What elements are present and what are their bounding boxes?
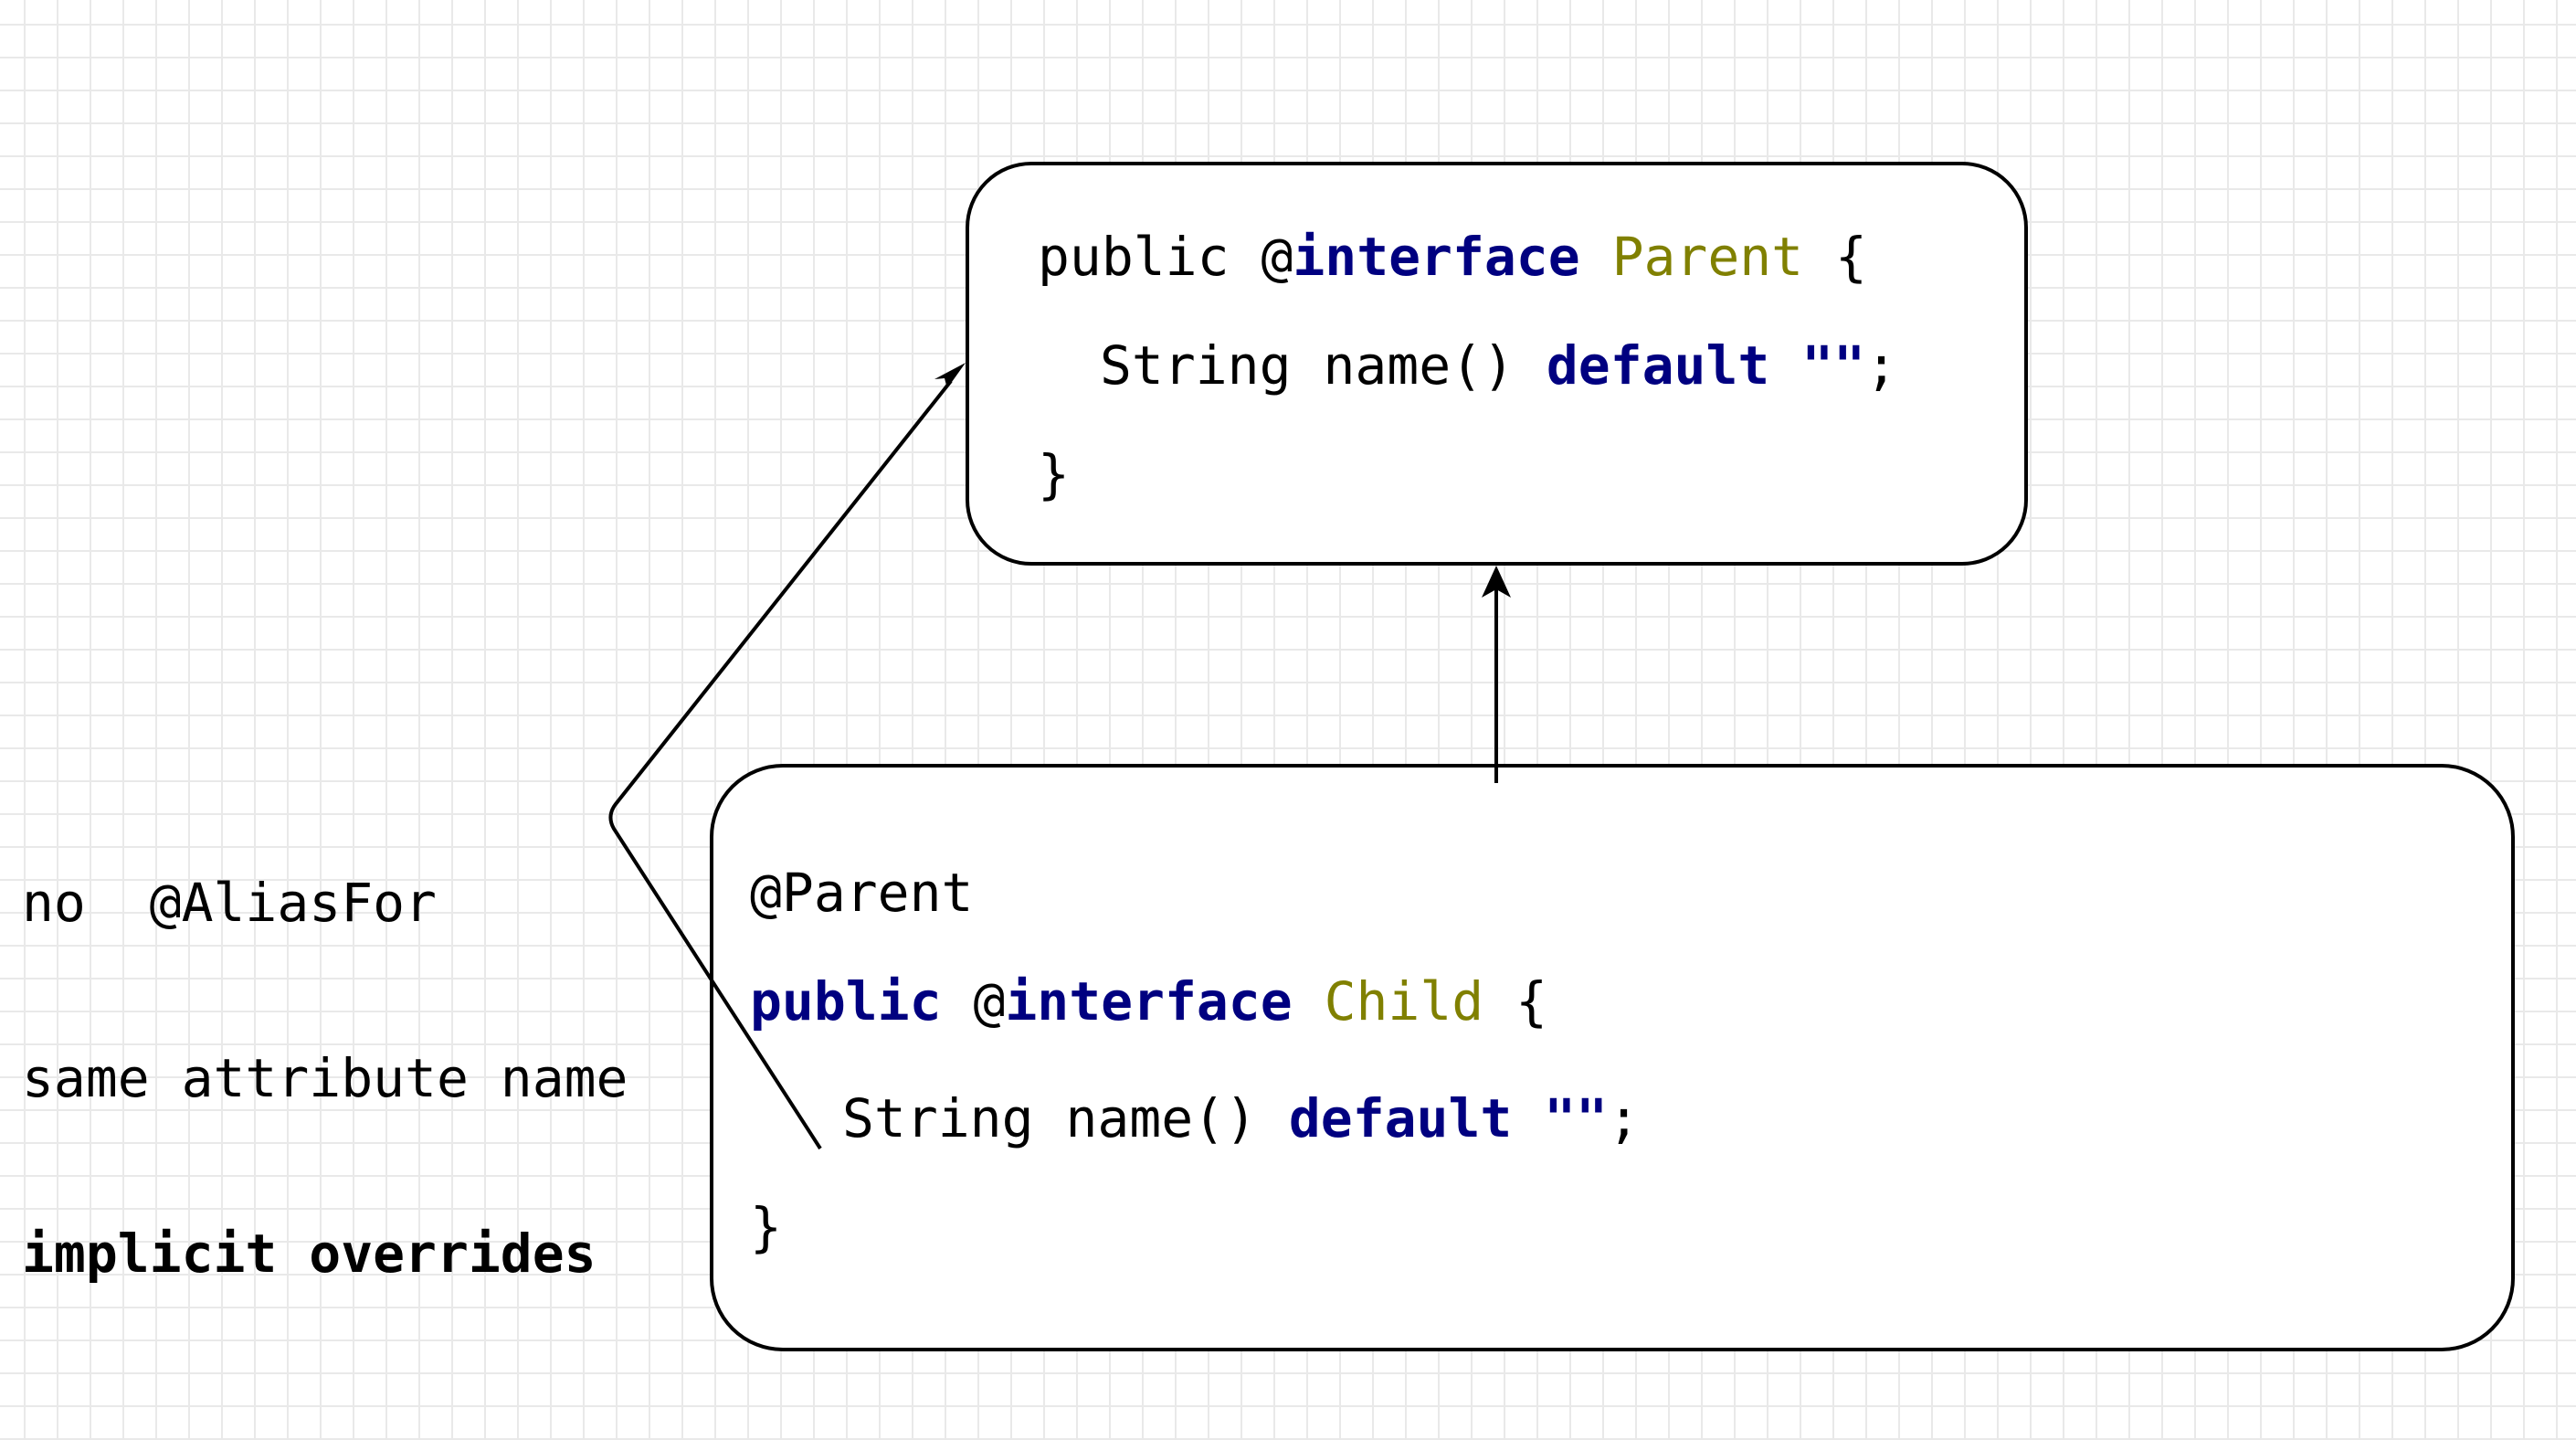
semicolon: ; [1865, 334, 1897, 397]
label-line-no-aliasfor: no @AliasFor [22, 872, 437, 934]
semicolon: ; [1608, 1087, 1640, 1149]
close-brace: } [750, 1196, 782, 1258]
child-meta-annotation-line: @Parent [750, 866, 973, 919]
meta-annotation-arrowhead [1482, 566, 1511, 598]
parent-class-name: Parent [1611, 226, 1804, 288]
attribute-method: name() [1323, 334, 1515, 397]
default-keyword: default [1546, 334, 1770, 397]
child-declaration-line: public @interface Child { [750, 975, 1547, 1028]
close-brace: } [1038, 443, 1070, 505]
attribute-type: String [842, 1087, 1034, 1149]
child-attribute-line: String name() default ""; [842, 1092, 1640, 1145]
public-modifier: public [1038, 226, 1230, 288]
child-class-name: Child [1324, 970, 1484, 1032]
parent-meta-annotation: @Parent [750, 862, 974, 924]
interface-keyword: interface [1293, 226, 1580, 288]
parent-attribute-line: String name() default ""; [1100, 339, 1897, 392]
default-keyword: default [1288, 1087, 1513, 1149]
attribute-type: String [1100, 334, 1292, 397]
parent-declaration-line: public @interface Parent { [1038, 230, 1867, 283]
default-value: "" [1801, 334, 1866, 397]
attribute-method: name() [1065, 1087, 1257, 1149]
open-brace: { [1835, 226, 1867, 288]
public-modifier: public [750, 970, 942, 1032]
open-brace: { [1515, 970, 1548, 1032]
parent-closing-line: } [1038, 448, 1070, 501]
interface-keyword: interface [1005, 970, 1293, 1032]
child-annotation-box[interactable] [710, 764, 2515, 1351]
parent-annotation-box[interactable] [966, 162, 2028, 566]
label-line-implicit-overrides: implicit overrides [22, 1223, 596, 1285]
label-line-same-name: same attribute name [22, 1047, 628, 1109]
at-sign: @ [1261, 226, 1293, 288]
at-sign: @ [973, 970, 1006, 1032]
implicit-override-arrowhead [934, 363, 966, 388]
child-closing-line: } [750, 1201, 782, 1254]
implicit-override-label: no @AliasFor same attribute name implici… [22, 757, 628, 1400]
default-value: "" [1544, 1087, 1609, 1149]
